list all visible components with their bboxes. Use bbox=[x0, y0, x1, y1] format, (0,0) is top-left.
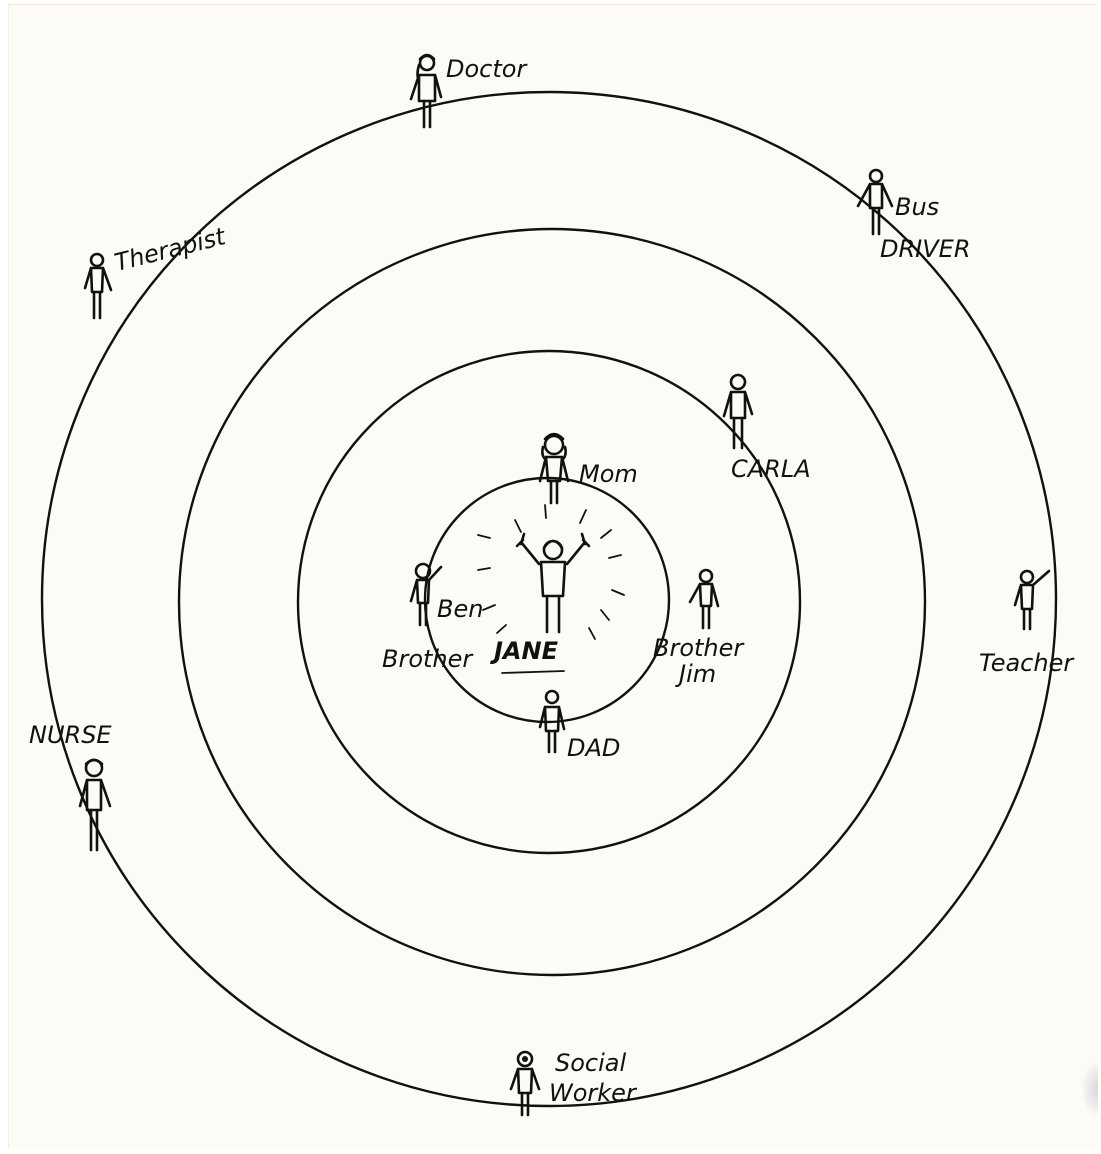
driver-label: DRIVER bbox=[880, 235, 971, 263]
teacher-icon bbox=[1015, 571, 1049, 629]
ben-relation-label: Brother bbox=[382, 645, 474, 673]
circle-of-support-diagram: JANE Mom DAD Ben Brother Brother Jim CAR… bbox=[9, 5, 1097, 1149]
center-person-label: JANE bbox=[490, 637, 559, 665]
rays bbox=[478, 505, 624, 639]
ben-name-label: Ben bbox=[437, 595, 483, 623]
jim-relation-label: Brother bbox=[653, 634, 745, 662]
worker-label: Worker bbox=[549, 1079, 638, 1107]
therapist-icon bbox=[85, 254, 111, 318]
ring-3 bbox=[179, 229, 925, 975]
nurse-label: NURSE bbox=[29, 721, 112, 749]
page-edge-shadow bbox=[1082, 1062, 1098, 1116]
doctor-icon bbox=[411, 55, 441, 127]
brother-jim-icon bbox=[690, 570, 718, 628]
doctor-label: Doctor bbox=[446, 55, 528, 83]
mom-icon bbox=[540, 434, 568, 503]
jane-figure-icon bbox=[517, 534, 589, 632]
therapist-label: Therapist bbox=[112, 222, 230, 277]
mom-label: Mom bbox=[579, 460, 638, 488]
center-underline bbox=[502, 671, 564, 673]
dad-label: DAD bbox=[567, 734, 620, 762]
carla-label: CARLA bbox=[731, 455, 811, 483]
teacher-label: Teacher bbox=[979, 649, 1075, 677]
diagram-sheet: JANE Mom DAD Ben Brother Brother Jim CAR… bbox=[8, 4, 1097, 1149]
jim-name-label: Jim bbox=[675, 660, 716, 688]
social-label: Social bbox=[555, 1049, 626, 1077]
bus-label: Bus bbox=[895, 193, 939, 221]
ring-2 bbox=[298, 351, 800, 853]
